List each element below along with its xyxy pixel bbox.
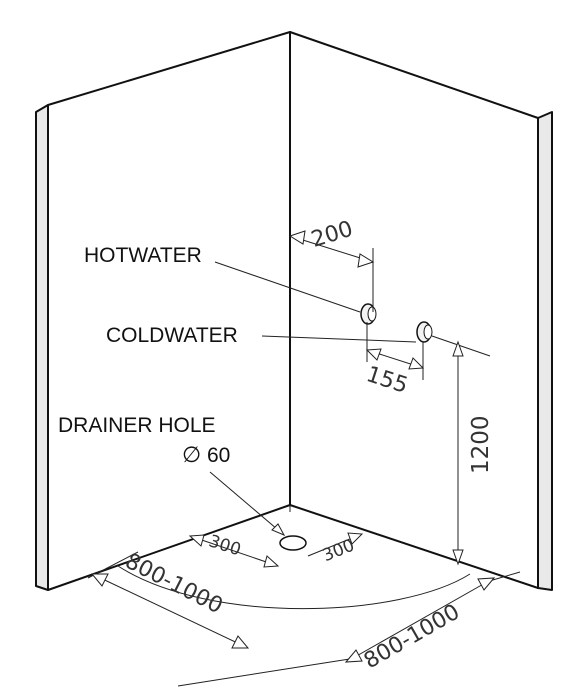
hot-water-pipe-icon — [360, 303, 377, 325]
width-right-label: 800-1000 — [360, 600, 464, 675]
drain-right-label: 300 — [320, 535, 358, 566]
drain-left-dimension: 300 — [188, 531, 280, 568]
cold-water-pipe-icon — [416, 321, 433, 343]
drainer-hole-icon — [279, 535, 307, 551]
height-label: 1200 — [468, 415, 494, 474]
drainer-hole-label: DRAINER HOLE — [58, 414, 216, 437]
drainer-diameter-symbol: ∅ — [182, 442, 201, 467]
drain-left-label: 300 — [206, 531, 243, 560]
cold-water-label: COLDWATER — [106, 324, 238, 347]
drainer-diameter-value: 60 — [207, 444, 230, 467]
width-right-dimension: 800-1000 — [177, 571, 521, 687]
hot-water-label: HOTWATER — [84, 244, 202, 267]
leader-lines — [209, 261, 417, 537]
shower-tray — [117, 505, 471, 610]
drain-right-dimension: 300 — [307, 532, 364, 566]
right-wall — [289, 31, 553, 591]
left-wall — [35, 31, 291, 591]
height-dimension: 1200 — [431, 335, 494, 566]
width-left-label: 800-1000 — [121, 549, 227, 619]
